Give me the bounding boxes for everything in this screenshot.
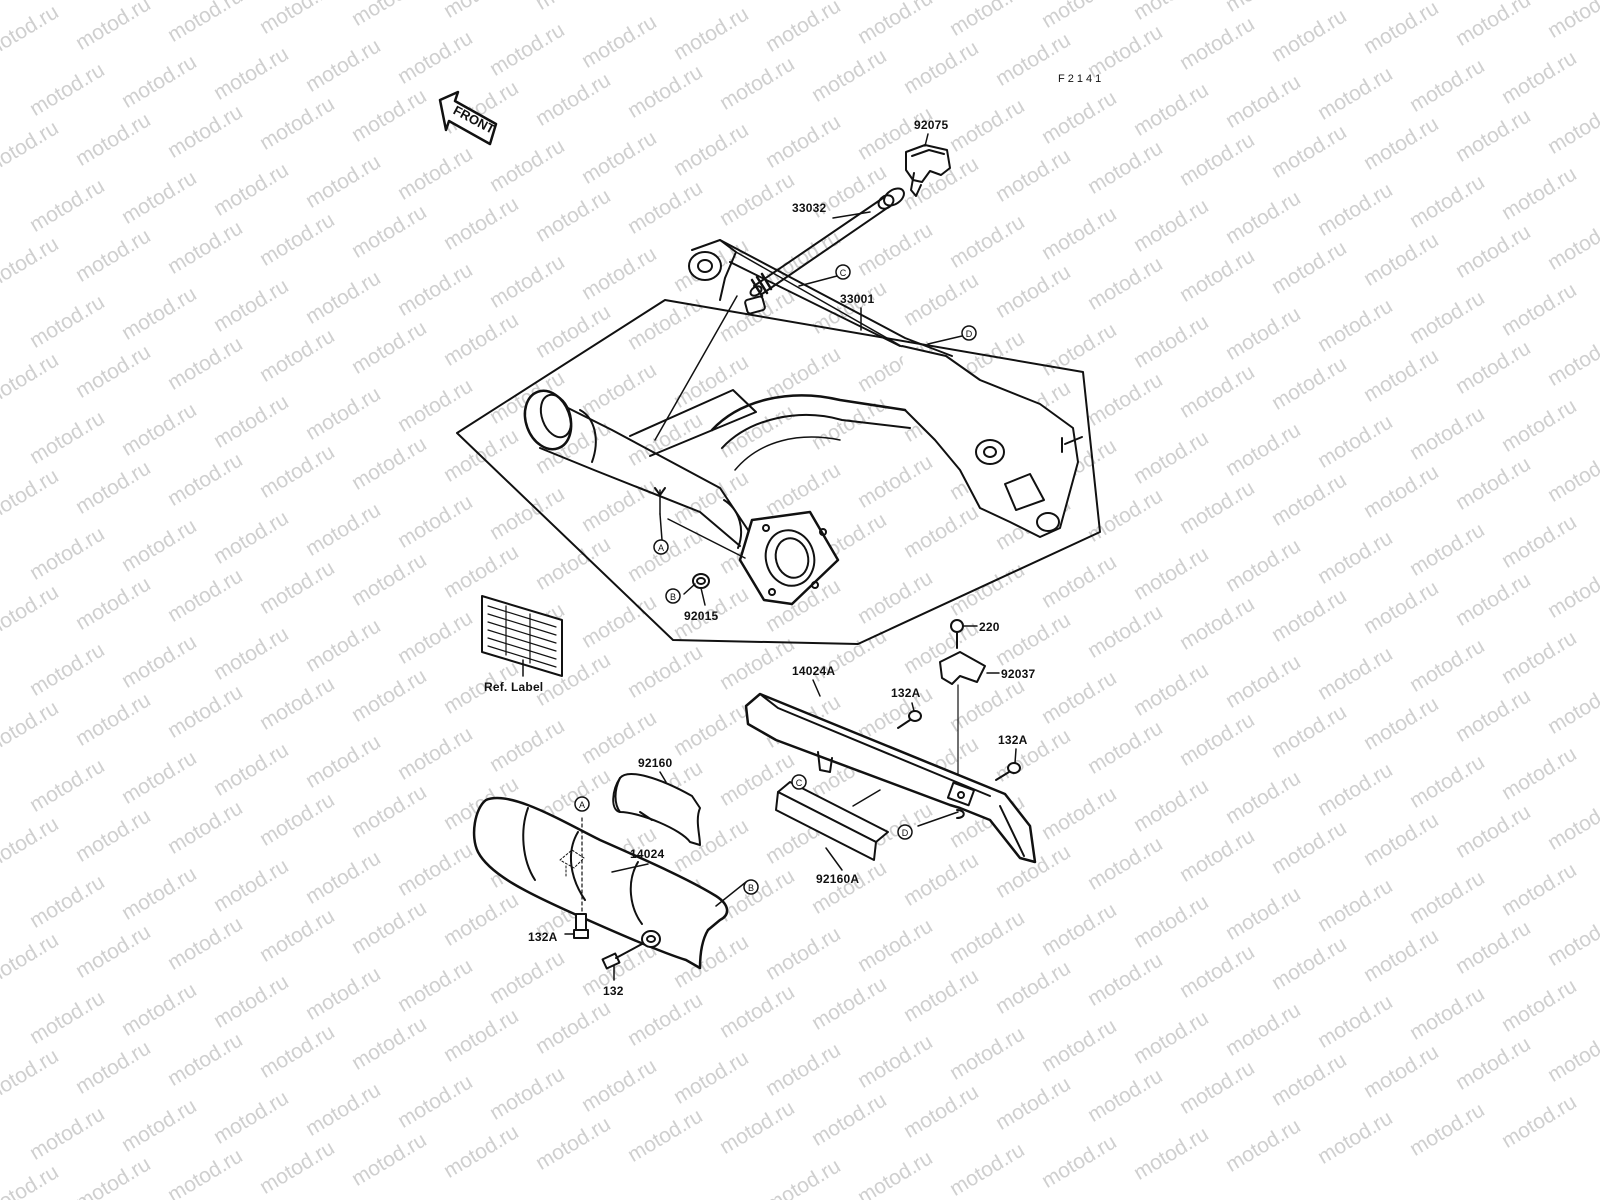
svg-text:B: B <box>670 592 676 602</box>
part-92160A-pad <box>775 781 959 871</box>
part-220-bolt <box>950 619 978 649</box>
marker-b-bottom: B <box>743 879 759 895</box>
marker-c-top: C <box>835 264 851 280</box>
marker-d-bottom: D <box>897 824 913 840</box>
marker-a-top: A <box>653 539 669 555</box>
svg-text:D: D <box>966 329 973 339</box>
svg-text:A: A <box>579 800 585 810</box>
label-92160A: 92160A <box>816 872 860 886</box>
label-33032: 33032 <box>792 201 827 215</box>
label-132: 132 <box>603 984 624 998</box>
label-33001: 33001 <box>840 292 875 306</box>
label-14024A: 14024A <box>792 664 836 678</box>
label-132A-bottom: 132A <box>528 930 558 944</box>
part-92160-cover <box>612 771 701 846</box>
label-92037: 92037 <box>1001 667 1036 681</box>
part-132A-bolt-right <box>995 748 1021 781</box>
marker-b-top: B <box>665 588 681 604</box>
label-220: 220 <box>979 620 1000 634</box>
label-92160: 92160 <box>638 756 673 770</box>
svg-text:A: A <box>658 543 664 553</box>
marker-c-bottom: C <box>791 774 807 790</box>
part-132-bolt <box>601 943 643 981</box>
part-14024-cover <box>472 796 747 970</box>
label-132A-top: 132A <box>891 686 921 700</box>
front-arrow: FRONT <box>438 90 497 146</box>
diagram-code: F2141 <box>1058 73 1105 85</box>
part-92015-plug <box>683 573 710 606</box>
part-33032-shaft <box>749 187 905 298</box>
part-14024A-guard <box>744 679 1037 864</box>
label-132A-right: 132A <box>998 733 1028 747</box>
svg-text:B: B <box>748 883 754 893</box>
part-132A-bolt-bottom <box>564 913 589 939</box>
label-92015: 92015 <box>684 609 719 623</box>
svg-text:D: D <box>902 828 909 838</box>
svg-text:C: C <box>796 778 803 788</box>
marker-a-bottom: A <box>574 796 590 812</box>
ref-label-plate <box>481 595 563 677</box>
swingarm-assembly-outline <box>456 299 1101 645</box>
part-132A-bolt-top <box>897 702 922 729</box>
svg-text:C: C <box>840 268 847 278</box>
part-33001-swingarm <box>523 239 1083 606</box>
ref-label-text: Ref. Label <box>484 680 544 694</box>
label-92075: 92075 <box>914 118 949 132</box>
part-92037-clamp <box>939 651 1000 791</box>
label-14024: 14024 <box>630 847 665 861</box>
part-92075-collar <box>905 133 951 197</box>
marker-d-top: D <box>961 325 977 341</box>
